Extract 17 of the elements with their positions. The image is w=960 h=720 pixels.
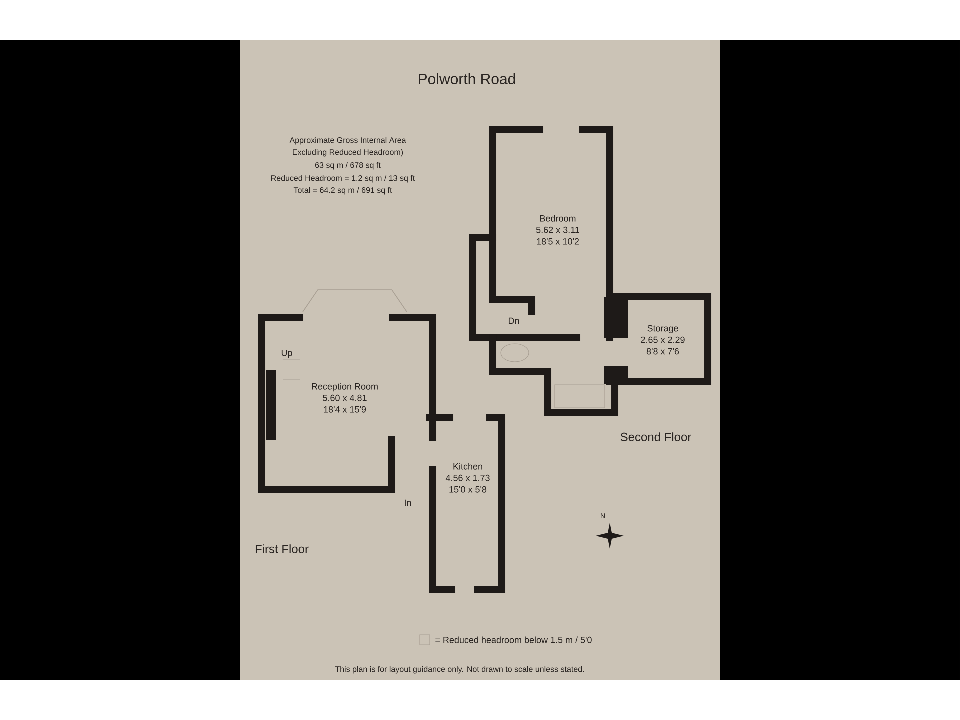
entrance-label: In — [405, 500, 412, 506]
room-label: Storage 2.65 x 2.29 8'8 x 7'6 — [641, 325, 685, 355]
legend-text: = Reduced headroom below 1.5 m / 5'0 — [436, 636, 592, 644]
floor-label: Second Floor — [620, 432, 692, 442]
area-note: Reduced Headroom = 1.2 sq m / 13 sq ft — [272, 175, 416, 183]
floor-label: First Floor — [256, 544, 309, 554]
title: Polworth Road — [419, 74, 516, 84]
stair-label: Dn — [509, 318, 520, 324]
area-note: 63 sq m / 678 sq ft — [316, 162, 381, 170]
area-note: Approximate Gross Internal Area — [290, 137, 406, 145]
room-label: Bedroom 5.62 x 3.11 18'5 x 10'2 — [536, 215, 580, 245]
area-note: Total = 64.2 sq m / 691 sq ft — [294, 187, 392, 195]
area-note: Excluding Reduced Headroom) — [293, 149, 404, 157]
stair-label: Up — [282, 350, 292, 358]
room-label: Kitchen 4.56 x 1.73 15'0 x 5'8 — [446, 463, 490, 493]
room-label: Reception Room 5.60 x 4.81 18'4 x 15'9 — [312, 383, 378, 413]
disclaimer-note: This plan is for layout guidance only. Not drawn to scale unless stated. — [335, 666, 584, 674]
